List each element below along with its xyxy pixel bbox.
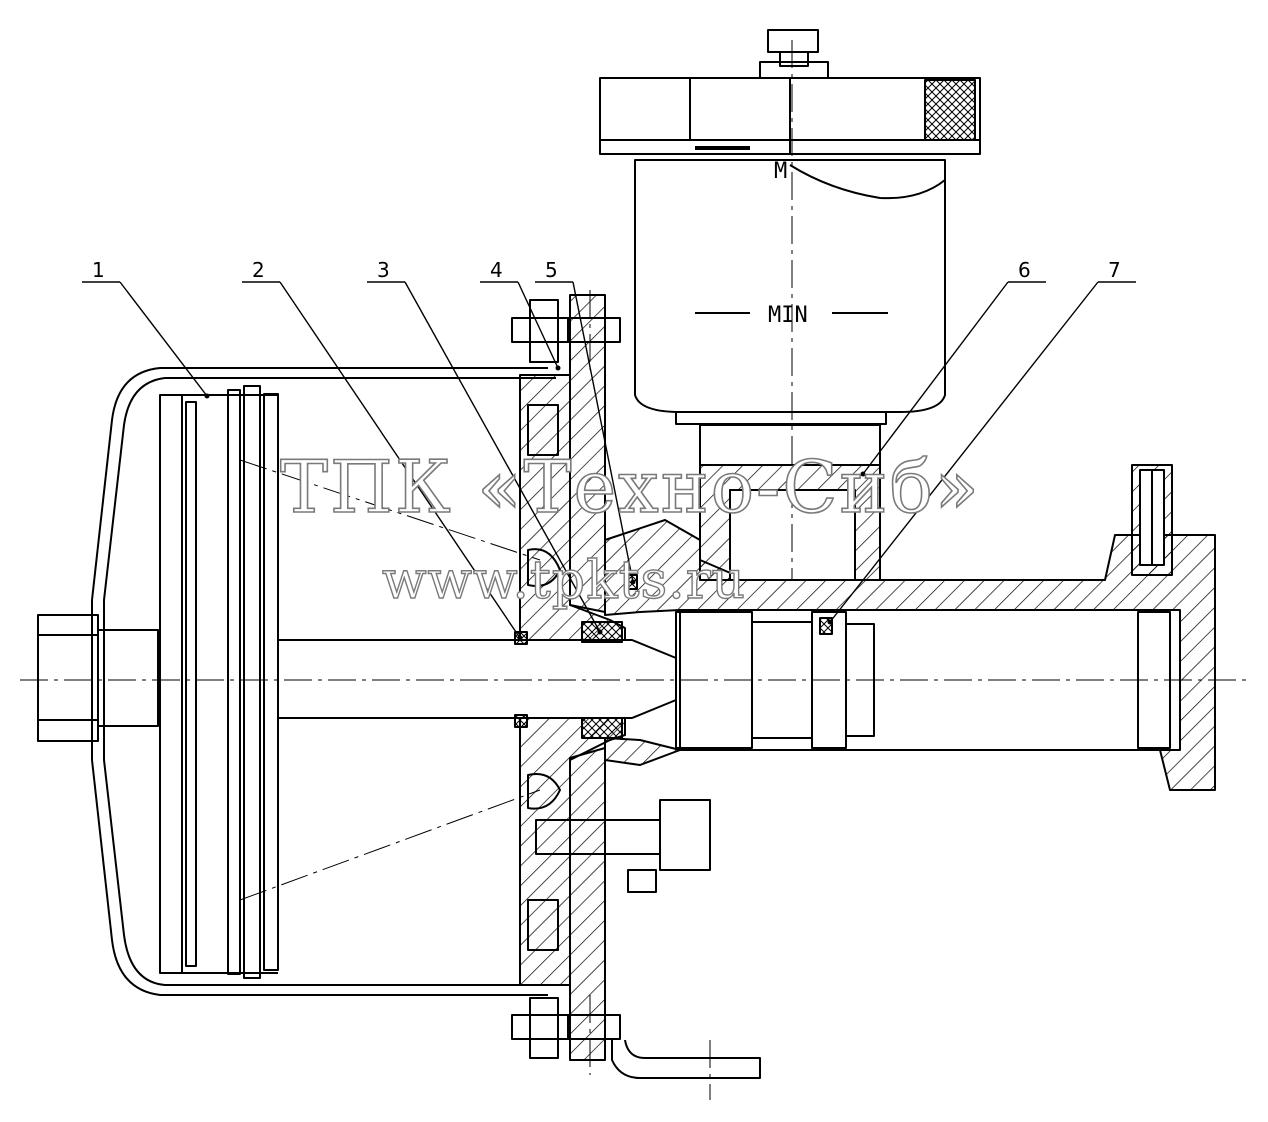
- cover-flange: [519, 294, 626, 1061]
- callout-4: 4: [490, 258, 503, 282]
- callout-6: 6: [1018, 258, 1031, 282]
- reservoir-max-label: M: [774, 159, 787, 184]
- callout-5: 5: [545, 258, 558, 282]
- leader-lines: [82, 281, 1136, 639]
- reservoir-min-label: MIN: [768, 303, 808, 328]
- callout-7: 7: [1108, 258, 1121, 282]
- seal-5b: [581, 717, 623, 739]
- bracket: [611, 1039, 761, 1079]
- leader-dots: [204, 365, 866, 641]
- bottom-bolt: [511, 997, 621, 1059]
- bleeder-valve: [1131, 464, 1173, 576]
- fluid-reservoir: [599, 77, 981, 425]
- reservoir-cap: [759, 29, 829, 79]
- callout-2: 2: [252, 258, 265, 282]
- piston-rod: [278, 639, 677, 719]
- piston: [159, 385, 279, 979]
- watermark-title: ТПК «Техно-Сиб»: [280, 445, 981, 529]
- watermark-url: www.tpkts.ru: [382, 551, 746, 611]
- callout-3: 3: [377, 258, 390, 282]
- callout-1: 1: [92, 258, 105, 282]
- center-lines: [20, 40, 1250, 1100]
- mount-bolt: [535, 799, 711, 893]
- top-bolt: [511, 299, 621, 363]
- seal-3b: [514, 714, 528, 728]
